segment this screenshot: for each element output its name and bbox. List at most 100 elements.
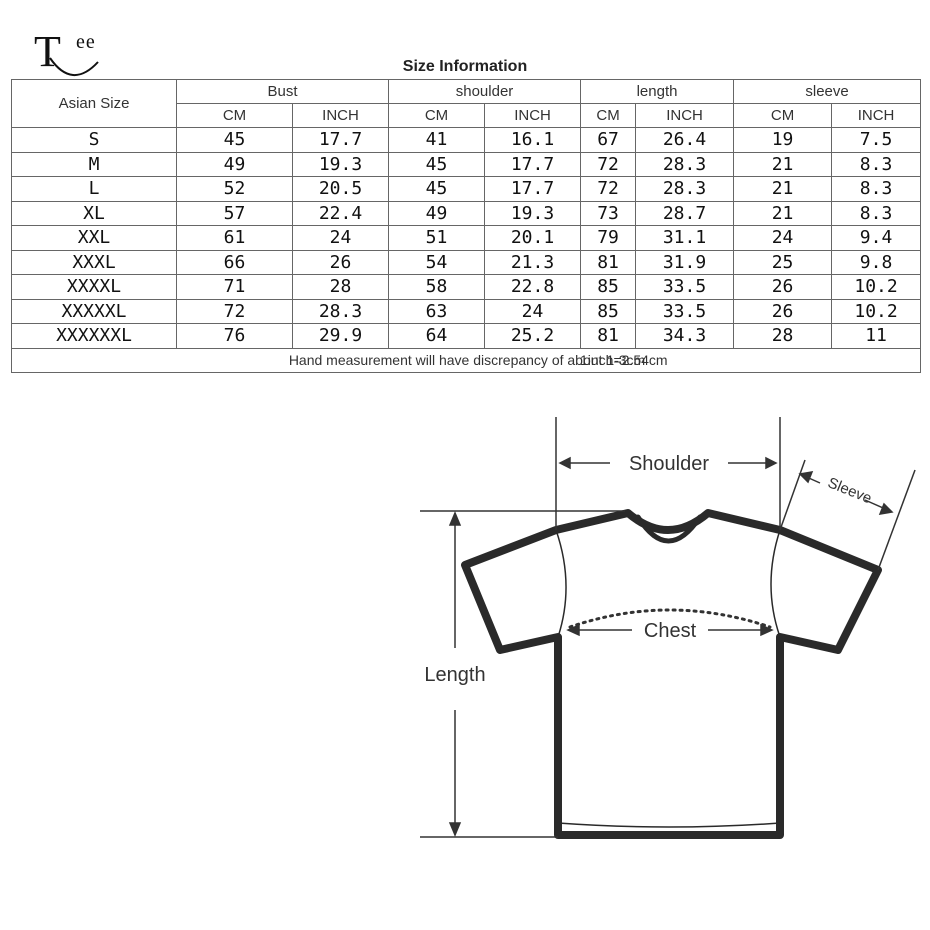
measurement-cell: 28 <box>733 323 833 349</box>
measurement-cell: 22.8 <box>484 274 582 300</box>
measurement-cell: 24 <box>291 225 390 251</box>
measurement-cell: 22.4 <box>291 200 390 226</box>
measurement-cell: 33.5 <box>635 274 735 300</box>
measurement-cell: 28.7 <box>635 200 735 226</box>
measurement-cell: 72 <box>580 176 637 202</box>
unit-cm: CM <box>176 103 293 128</box>
measurement-note: Hand measurement will have discrepancy o… <box>288 351 646 368</box>
measurement-cell: 79 <box>580 225 637 251</box>
size-label-cell: XXXL <box>11 249 177 275</box>
measurement-cell: 20.1 <box>484 225 582 251</box>
measurement-cell: 21.3 <box>484 249 582 275</box>
measurement-cell: 85 <box>580 274 637 300</box>
measurement-cell: 19.3 <box>484 200 582 226</box>
header-sleeve: sleeve <box>733 79 922 104</box>
measurement-cell: 10.2 <box>831 298 922 324</box>
measurement-cell: 63 <box>388 298 486 324</box>
size-label-cell: M <box>11 151 177 177</box>
measurement-cell: 28 <box>291 274 390 300</box>
measurement-cell: 49 <box>176 151 293 177</box>
unit-cm: CM <box>388 103 486 128</box>
measurement-cell: 28.3 <box>291 298 390 324</box>
unit-cm: CM <box>580 103 637 128</box>
measurement-cell: 25 <box>733 249 833 275</box>
size-label-cell: L <box>11 176 177 202</box>
measurement-cell: 9.4 <box>831 225 922 251</box>
length-label: Length <box>424 664 485 686</box>
collar-line <box>635 514 703 544</box>
size-label-cell: XXXXL <box>11 274 177 300</box>
measurement-cell: 52 <box>176 176 293 202</box>
size-label-cell: XXXXXL <box>11 298 177 324</box>
header-asian-size: Asian Size <box>11 79 177 128</box>
right-sleeve-seam <box>770 529 781 638</box>
measurement-cell: 34.3 <box>635 323 735 349</box>
measurement-cell: 26 <box>733 274 833 300</box>
measurement-cell: 73 <box>580 200 637 226</box>
measurement-cell: 85 <box>580 298 637 324</box>
measurement-cell: 28.3 <box>635 151 735 177</box>
measurement-cell: 66 <box>176 249 293 275</box>
measurement-cell: 45 <box>388 151 486 177</box>
measurement-cell: 28.3 <box>635 176 735 202</box>
table-title: Size Information <box>402 58 528 75</box>
unit-inch: INCH <box>484 103 582 128</box>
sleeve-label: Sleeve <box>825 474 874 507</box>
measurement-cell: 17.7 <box>484 151 582 177</box>
note-row: Hand measurement will have discrepancy o… <box>10 347 922 373</box>
hem-line <box>557 822 781 828</box>
measurement-cell: 81 <box>580 249 637 275</box>
measurement-cell: 76 <box>176 323 293 349</box>
measurement-cell: 8.3 <box>831 176 922 202</box>
measurement-cell: 29.9 <box>291 323 390 349</box>
chest-label: Chest <box>644 620 697 642</box>
measurement-cell: 11 <box>831 323 922 349</box>
measurement-cell: 20.5 <box>291 176 390 202</box>
brand-logo: T ee <box>32 28 112 88</box>
measurement-cell: 45 <box>388 176 486 202</box>
logo-letters-ee: ee <box>76 31 96 53</box>
measurement-cell: 24 <box>484 298 582 324</box>
measurement-cell: 24 <box>733 225 833 251</box>
unit-inch: INCH <box>291 103 390 128</box>
measurement-cell: 17.7 <box>291 127 390 153</box>
left-sleeve-seam <box>555 529 567 638</box>
measurement-cell: 26.4 <box>635 127 735 153</box>
unit-inch: INCH <box>635 103 735 128</box>
header-length: length <box>580 79 735 104</box>
measurement-cell: 61 <box>176 225 293 251</box>
conversion-note: 1inch=2.54cm <box>580 351 668 368</box>
unit-cm: CM <box>733 103 833 128</box>
measurement-cell: 9.8 <box>831 249 922 275</box>
measurement-cell: 25.2 <box>484 323 582 349</box>
measurement-cell: 8.3 <box>831 200 922 226</box>
measurement-cell: 67 <box>580 127 637 153</box>
measurement-cell: 10.2 <box>831 274 922 300</box>
measurement-cell: 64 <box>388 323 486 349</box>
measurement-cell: 33.5 <box>635 298 735 324</box>
measurement-cell: 19.3 <box>291 151 390 177</box>
tshirt-outline <box>461 509 882 839</box>
measurement-cell: 58 <box>388 274 486 300</box>
measurement-cell: 71 <box>176 274 293 300</box>
size-label-cell: XXL <box>11 225 177 251</box>
measurement-cell: 72 <box>580 151 637 177</box>
measurement-cell: 21 <box>733 176 833 202</box>
size-label-cell: XXXXXXL <box>11 323 177 349</box>
measurement-cell: 57 <box>176 200 293 226</box>
measurement-cell: 41 <box>388 127 486 153</box>
measurement-cell: 8.3 <box>831 151 922 177</box>
size-label-cell: S <box>11 127 177 153</box>
unit-inch: INCH <box>831 103 922 128</box>
measurement-cell: 31.9 <box>635 249 735 275</box>
header-shoulder: shoulder <box>388 79 582 104</box>
measurement-cell: 26 <box>291 249 390 275</box>
